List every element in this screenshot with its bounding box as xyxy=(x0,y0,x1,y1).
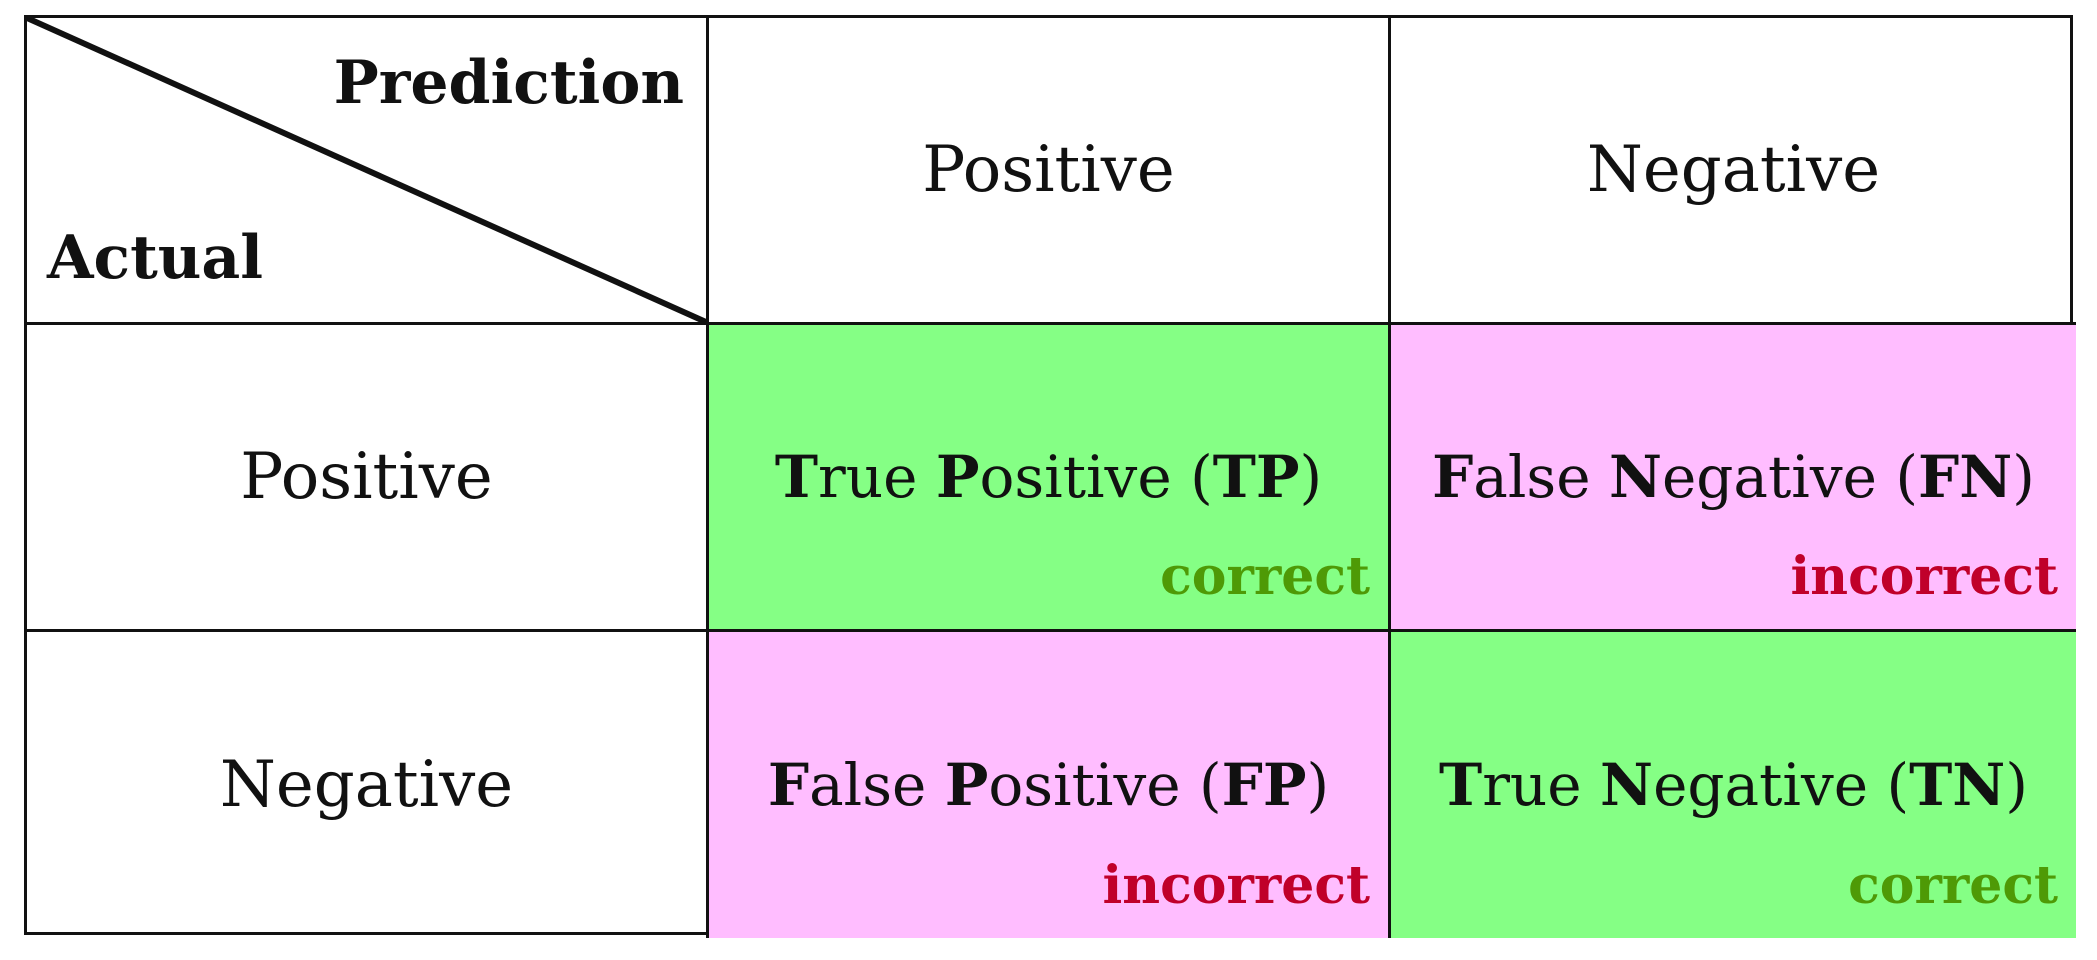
incorrect-verdict: incorrect xyxy=(1102,855,1370,916)
confusion-matrix: Prediction Actual Positive Negative Posi… xyxy=(24,15,2076,938)
row-header-negative: Negative xyxy=(27,632,709,938)
column-header-positive: Positive xyxy=(709,18,1391,325)
row-header-positive: Positive xyxy=(27,325,709,632)
false-negative-label: False Negative (FN) xyxy=(1432,443,2035,511)
false-negative-cell: False Negative (FN) incorrect xyxy=(1391,325,2076,632)
true-negative-label: True Negative (TN) xyxy=(1439,751,2028,819)
column-header-negative: Negative xyxy=(1391,18,2076,325)
true-negative-cell: True Negative (TN) correct xyxy=(1391,632,2076,938)
actual-axis-label: Actual xyxy=(47,223,264,293)
correct-verdict: correct xyxy=(1848,855,2058,916)
prediction-axis-label: Prediction xyxy=(333,48,684,118)
correct-verdict: correct xyxy=(1160,546,1370,607)
false-positive-cell: False Positive (FP) incorrect xyxy=(709,632,1391,938)
diagonal-divider xyxy=(27,18,706,322)
true-positive-label: True Positive (TP) xyxy=(774,443,1323,511)
corner-cell: Prediction Actual xyxy=(27,18,709,325)
true-positive-cell: True Positive (TP) correct xyxy=(709,325,1391,632)
false-positive-label: False Positive (FP) xyxy=(767,751,1330,819)
incorrect-verdict: incorrect xyxy=(1790,546,2058,607)
